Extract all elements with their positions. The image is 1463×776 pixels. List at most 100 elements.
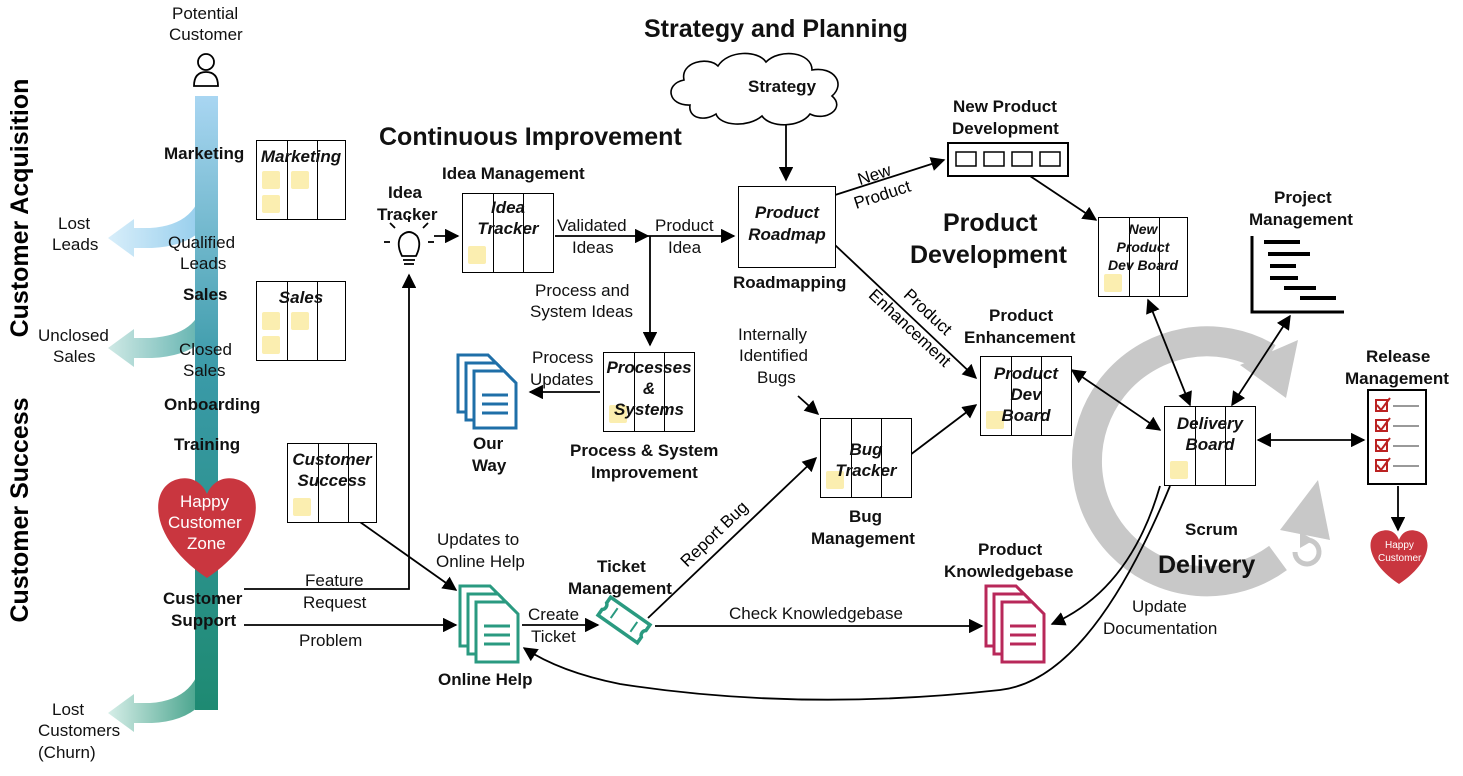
- delivery-board-title-2: Board: [1185, 435, 1235, 454]
- label-happy-zone-2: Customer: [168, 513, 242, 532]
- label-new-product-development-1: New Product: [953, 97, 1057, 116]
- label-happy-zone-3: Zone: [187, 534, 226, 553]
- arrow-new-product: [834, 157, 946, 196]
- label-lost-customers-3: (Churn): [38, 743, 96, 762]
- connectors: [244, 124, 1406, 701]
- label-lost-customers-2: Customers: [38, 721, 121, 740]
- label-marketing: Marketing: [164, 144, 245, 163]
- sales-board: Sales: [256, 281, 346, 361]
- label-feature-request-2: Request: [303, 593, 367, 612]
- label-our-way-2: Way: [472, 456, 507, 475]
- label-onboarding: Onboarding: [164, 395, 261, 414]
- arrow-product-enhancement: [834, 244, 978, 379]
- label-customer-support-1: Customer: [163, 589, 243, 608]
- label-updates-online-help-1: Updates to: [437, 530, 520, 549]
- label-check-knowledgebase: Check Knowledgebase: [729, 604, 903, 623]
- label-project-management-1: Project: [1274, 188, 1332, 207]
- delivery-board: Delivery Board: [1164, 406, 1256, 486]
- arrow-update-doc-kb: [1050, 485, 1161, 626]
- product-dev-board: Product Dev Board: [980, 356, 1072, 436]
- title-customer-acquisition: Customer Acquisition: [6, 79, 34, 338]
- label-training: Training: [174, 435, 241, 454]
- label-internal-bugs-1: Internally: [738, 325, 807, 344]
- label-bug-management-1: Bug: [849, 507, 883, 526]
- product-dev-board-title-2: Dev: [1010, 385, 1042, 404]
- new-product-board-title-2: Product: [1116, 239, 1170, 255]
- processes-board-title-1: Processes: [606, 358, 692, 377]
- label-happy-customer-1: Happy: [1385, 540, 1414, 551]
- label-lost-leads-1: Lost: [58, 214, 91, 233]
- label-closed-sales-2: Sales: [183, 361, 226, 380]
- label-validated-ideas-1: Validated: [557, 216, 627, 235]
- label-lost-leads-2: Leads: [52, 235, 99, 254]
- gantt-chart-icon: [1250, 236, 1344, 314]
- label-potential-customer-1: Potential: [172, 4, 239, 23]
- product-roadmap-board: Product Roadmap: [738, 186, 836, 268]
- leak-lost-customers: [108, 650, 218, 732]
- label-process-system-ideas-1: Process and: [535, 281, 630, 300]
- label-release-management-1: Release: [1366, 347, 1431, 366]
- label-idea-tracker-2: Tracker: [377, 205, 438, 224]
- small-heart-icon: [1370, 530, 1428, 584]
- label-bug-management-2: Management: [811, 529, 915, 548]
- arrow-feature-request: [244, 273, 417, 590]
- label-strategy: Strategy: [748, 77, 817, 96]
- label-our-way-1: Our: [473, 434, 504, 453]
- ticket-icon: [595, 594, 653, 646]
- label-roadmapping: Roadmapping: [733, 273, 847, 292]
- label-scrum: Scrum: [1185, 520, 1238, 539]
- customer-success-board-title-1: Customer: [292, 450, 372, 469]
- label-sales: Sales: [183, 285, 228, 304]
- label-report-bug: Report Bug: [677, 497, 752, 570]
- arrow-cs-onlinehelp: [359, 521, 458, 591]
- label-product-enhancement-2: Enhancement: [964, 328, 1076, 347]
- new-product-board-title-3: Dev Board: [1107, 257, 1179, 273]
- processes-board-title-3: Systems: [614, 400, 684, 419]
- bug-tracker-board-title-2: Tracker: [835, 461, 897, 480]
- product-dev-board-title-1: Product: [993, 364, 1059, 383]
- label-process-system-improvement-2: Improvement: [591, 463, 698, 482]
- label-happy-zone-1: Happy: [180, 492, 230, 511]
- arrow-update-doc-onlinehelp: [522, 485, 1171, 701]
- new-product-board-title-1: New: [1128, 221, 1158, 237]
- label-process-system-improvement-1: Process & System: [570, 441, 719, 460]
- arrow-bug-devboard: [909, 404, 978, 456]
- knowledgebase-documents-icon: [984, 584, 1046, 664]
- arrow-report-bug: [647, 457, 818, 619]
- title-product-development-1: Product: [943, 209, 1038, 237]
- label-potential-customer-2: Customer: [169, 25, 243, 44]
- label-internal-bugs-3: Bugs: [757, 368, 796, 387]
- label-internal-bugs-2: Identified: [739, 346, 808, 365]
- label-project-management-2: Management: [1249, 210, 1353, 229]
- arrow-pipeline-newboard: [1029, 175, 1098, 221]
- label-unclosed-sales-1: Unclosed: [38, 326, 109, 345]
- label-problem: Problem: [299, 631, 363, 650]
- label-qualified-leads-1: Qualified: [168, 233, 236, 252]
- label-update-documentation-2: Documentation: [1103, 619, 1218, 638]
- cloud-icon: [670, 52, 839, 126]
- bug-tracker-board: Bug Tracker: [820, 418, 912, 498]
- checklist-icon: [1367, 389, 1427, 485]
- idea-tracker-board-title-1: Idea: [490, 198, 526, 217]
- customer-success-board: Customer Success: [287, 443, 377, 523]
- pipeline-icon: [947, 142, 1069, 177]
- roadmap-board-title-2: Roadmap: [748, 225, 826, 244]
- label-customer-support-2: Support: [171, 611, 237, 630]
- label-unclosed-sales-2: Sales: [53, 347, 96, 366]
- title-strategy-planning: Strategy and Planning: [644, 15, 908, 43]
- online-help-documents-icon: [458, 584, 520, 664]
- label-product-idea-1: Product: [655, 216, 714, 235]
- label-ticket-management-1: Ticket: [597, 557, 646, 576]
- label-product-idea-2: Idea: [668, 238, 702, 257]
- processes-systems-board: Processes & Systems: [603, 352, 695, 432]
- label-process-updates-2: Updates: [530, 370, 594, 389]
- label-validated-ideas-2: Ideas: [572, 238, 614, 257]
- label-updates-online-help-2: Online Help: [436, 552, 525, 571]
- label-create-ticket-1: Create: [528, 605, 580, 624]
- arrow-gantt-delivery: [1231, 314, 1291, 407]
- label-feature-request-1: Feature: [305, 571, 364, 590]
- label-product-enhancement-1: Product: [989, 306, 1054, 325]
- label-process-system-ideas-2: System Ideas: [530, 302, 633, 321]
